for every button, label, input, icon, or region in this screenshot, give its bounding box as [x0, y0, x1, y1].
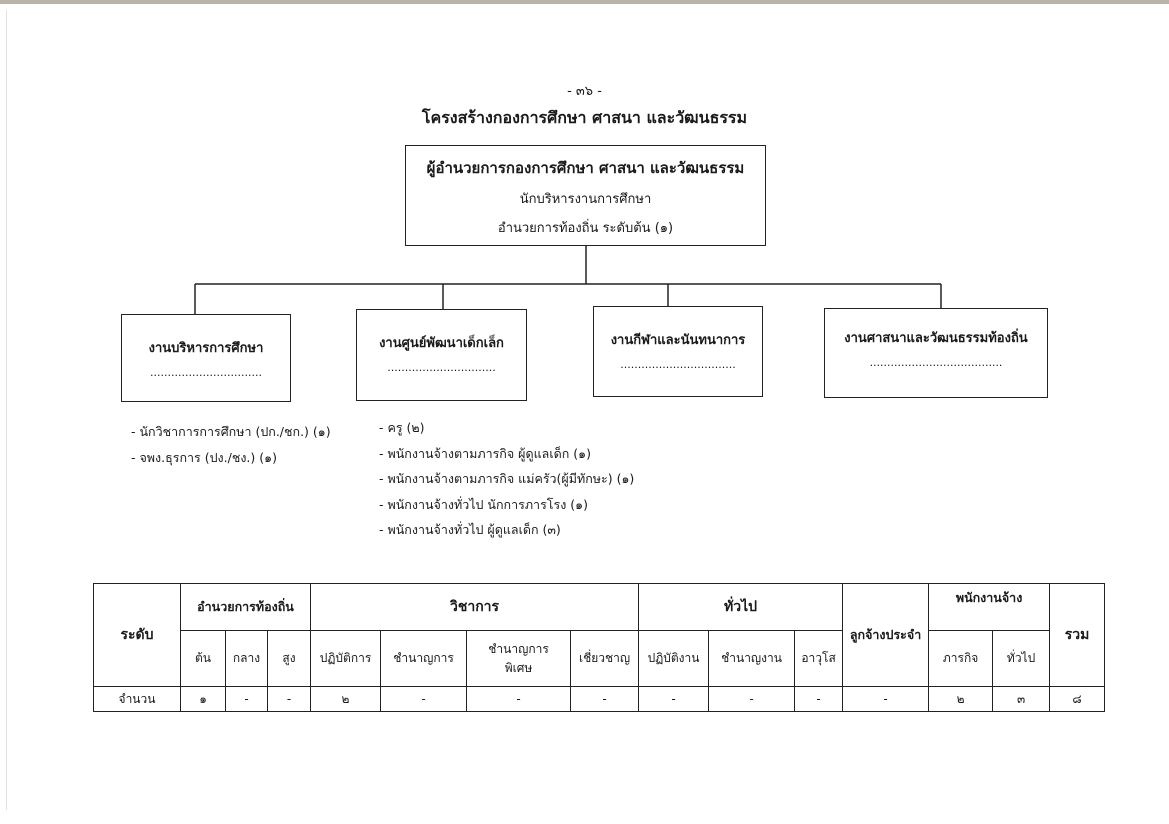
header-sung: สูง — [266, 630, 312, 687]
header-klang: กลาง — [225, 630, 268, 687]
header-total: รวม — [1049, 583, 1106, 687]
header-local-admin: อำนวยการท้องถิ่น — [179, 583, 312, 631]
header-general: ทั่วไป — [638, 583, 844, 631]
count-cell: - — [266, 686, 312, 712]
list-item: - พนักงานจ้างตามภารกิจ ผู้ดูแลเด็ก (๑) — [379, 445, 591, 461]
count-cell: - — [638, 686, 710, 712]
header-permanent-staff: ลูกจ้างประจำ — [842, 583, 930, 687]
count-cell: ๑ — [180, 686, 226, 712]
staff-list-education-admin: - นักวิชาการการศึกษา (ปก./ชก.) (๑) - จพง… — [131, 419, 331, 470]
top-border — [0, 0, 1169, 4]
unit-box-sports: งานกีฬาและนันทนาการ ....................… — [593, 306, 763, 397]
count-cell: - — [466, 686, 572, 712]
count-cell: ๘ — [1049, 686, 1106, 712]
unit-label: งานกีฬาและนันทนาการ — [610, 333, 746, 348]
director-level: อำนวยการท้องถิ่น ระดับต้น (๑) — [497, 221, 674, 236]
header-pharakit: ภารกิจ — [928, 630, 994, 687]
header-employee: พนักงานจ้าง — [928, 583, 1051, 631]
count-cell: - — [842, 686, 930, 712]
unit-box-religion-culture: งานศาสนาและวัฒนธรรมท้องถิ่น ............… — [824, 308, 1048, 398]
header-patibatkan: ปฏิบัติการ — [310, 630, 382, 687]
header-level: ระดับ — [93, 583, 181, 687]
list-item: - นักวิชาการการศึกษา (ปก./ชก.) (๑) — [131, 424, 331, 439]
unit-dots: ................................ — [150, 366, 262, 379]
header-ton: ต้น — [180, 630, 226, 687]
list-item: - จพง.ธุรการ (ปง./ชง.) (๑) — [131, 449, 277, 465]
count-cell: ๓ — [992, 686, 1051, 712]
table-row: จำนวน ๑ - - ๒ - - - - - - - ๒ ๓ ๘ — [93, 686, 1106, 712]
count-cell: ๒ — [928, 686, 994, 712]
list-item: - ครู (๒) — [379, 420, 425, 435]
left-border — [6, 10, 7, 810]
count-cell: - — [570, 686, 640, 712]
staff-list-childcare: - ครู (๒) - พนักงานจ้างตามภารกิจ ผู้ดูแล… — [379, 415, 634, 543]
page-title: โครงสร้างกองการศึกษา ศาสนา และวัฒนธรรม — [421, 108, 748, 127]
row-label-count: จำนวน — [93, 686, 181, 712]
unit-box-childcare: งานศูนย์พัฒนาเด็กเล็ก ..................… — [356, 309, 527, 401]
header-chamnankan-phiset: ชำนาญการ พิเศษ — [466, 630, 572, 687]
header-thuapai: ทั่วไป — [992, 630, 1051, 687]
header-chamnanngan: ชำนาญงาน — [708, 630, 796, 687]
unit-dots: ................................. — [620, 358, 736, 371]
count-cell: ๒ — [310, 686, 382, 712]
header-awuso: อาวุโส — [794, 630, 844, 687]
header-chamnankan-phiset-line1: ชำนาญการ — [488, 641, 549, 656]
count-cell: - — [225, 686, 268, 712]
director-box: ผู้อำนวยการกองการศึกษา ศาสนา และวัฒนธรรม… — [405, 145, 766, 246]
list-item: - พนักงานจ้างทั่วไป นักการภารโรง (๑) — [379, 496, 588, 512]
page-number: - ๓๖ - — [567, 84, 602, 99]
header-chamnankan-phiset-line2: พิเศษ — [504, 660, 533, 675]
unit-label: งานศูนย์พัฒนาเด็กเล็ก — [379, 336, 504, 351]
header-academic: วิชาการ — [310, 583, 640, 631]
count-cell: - — [794, 686, 844, 712]
count-cell: - — [380, 686, 468, 712]
header-chiaochan: เชี่ยวชาญ — [570, 630, 640, 687]
list-item: - พนักงานจ้างทั่วไป ผู้ดูแลเด็ก (๓) — [379, 522, 561, 537]
unit-box-education-admin: งานบริหารการศึกษา ......................… — [121, 314, 291, 402]
unit-label: งานศาสนาและวัฒนธรรมท้องถิ่น — [844, 331, 1028, 346]
unit-dots: ............................... — [387, 361, 496, 374]
director-title: ผู้อำนวยการกองการศึกษา ศาสนา และวัฒนธรรม — [426, 159, 745, 177]
count-cell: - — [708, 686, 796, 712]
list-item: - พนักงานจ้างตามภารกิจ แม่ครัว(ผู้มีทักษ… — [379, 471, 635, 486]
header-patibatngan: ปฏิบัติงาน — [638, 630, 710, 687]
unit-label: งานบริหารการศึกษา — [148, 341, 264, 356]
staff-summary-table: ระดับ อำนวยการท้องถิ่น วิชาการ ทั่วไป ลู… — [93, 583, 1106, 712]
unit-dots: ...................................... — [869, 356, 1003, 369]
director-position: นักบริหารงานการศึกษา — [519, 192, 652, 207]
header-chamnankan: ชำนาญการ — [380, 630, 468, 687]
